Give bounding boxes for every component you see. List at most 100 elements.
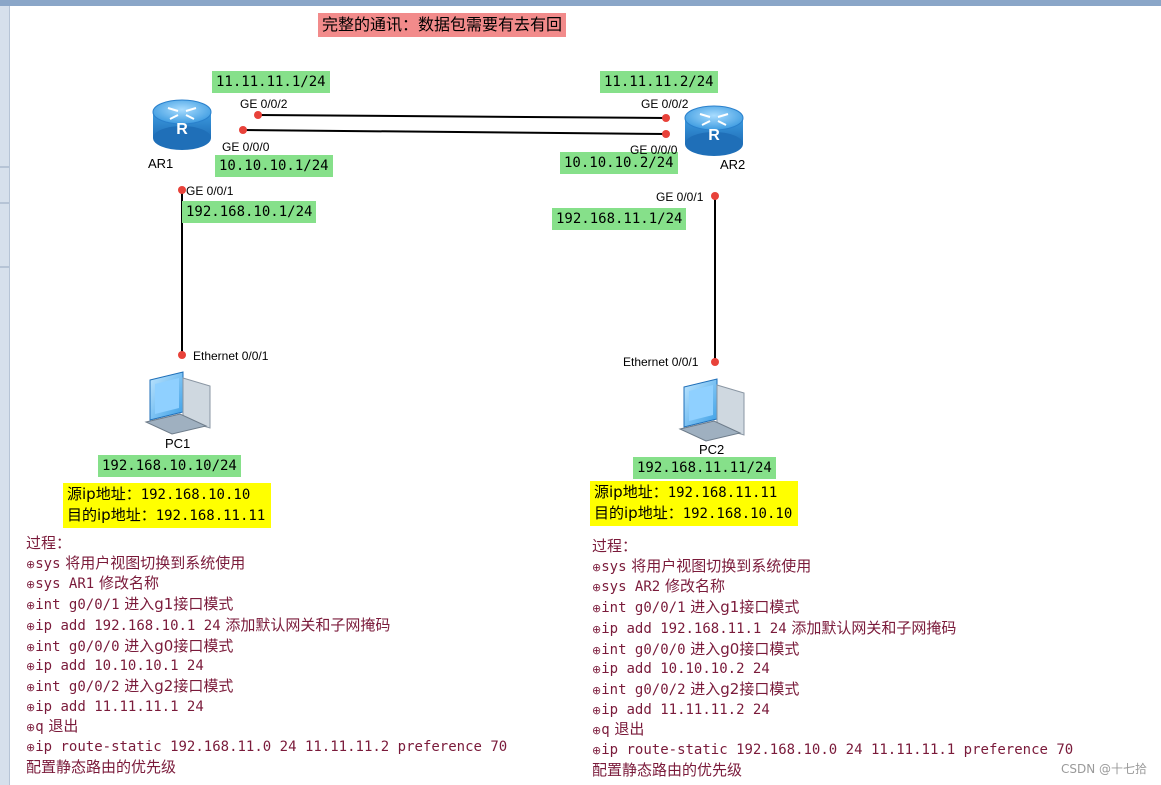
- device-label-ar1: AR1: [148, 156, 174, 171]
- command-note: 进入g1接口模式: [119, 595, 234, 614]
- config-command: ⊕int g0/0/1 进入g1接口模式: [26, 595, 507, 616]
- config-command: ⊕int g0/0/0 进入g0接口模式: [592, 640, 1073, 661]
- config-command: ⊕sys AR2 修改名称: [592, 577, 1073, 598]
- bullet-icon: ⊕: [592, 622, 602, 636]
- command-code: sys: [601, 558, 627, 575]
- command-note: 修改名称: [660, 577, 726, 596]
- command-code: int g0/0/2: [35, 678, 120, 695]
- command-note: 添加默认网关和子网掩码: [786, 618, 957, 637]
- bullet-icon: ⊕: [592, 703, 602, 717]
- config-command: ⊕int g0/0/1 进入g1接口模式: [592, 598, 1073, 619]
- command-code: ip add 192.168.10.1 24: [35, 617, 221, 634]
- command-note: 将用户视图切换到系统使用: [626, 556, 812, 575]
- bullet-icon: ⊕: [26, 640, 36, 654]
- command-code: ip add 10.10.10.1 24: [35, 658, 204, 675]
- command-note: 修改名称: [94, 574, 160, 593]
- bullet-icon: ⊕: [26, 700, 36, 714]
- bullet-icon: ⊕: [26, 619, 36, 633]
- pc1-address-box: 源ip地址：192.168.10.10 目的ip地址：192.168.11.11: [63, 483, 272, 528]
- config-command: ⊕ip route-static 192.168.10.0 24 11.11.1…: [592, 741, 1073, 761]
- config-tail-note: 配置静态路由的优先级: [26, 757, 177, 776]
- command-code: int g0/0/1: [35, 597, 120, 614]
- port-dot: [254, 111, 262, 119]
- bullet-icon: ⊕: [26, 599, 36, 613]
- config-command: ⊕ip add 192.168.10.1 24 添加默认网关和子网掩码: [26, 616, 507, 637]
- command-code: ip add 10.10.10.2 24: [601, 661, 770, 678]
- if-ar1-g002: GE 0/0/2: [240, 97, 288, 111]
- command-code: ip route-static 192.168.11.0 24 11.11.11…: [35, 739, 508, 756]
- command-note: 进入g2接口模式: [119, 676, 234, 695]
- command-code: sys AR2: [601, 579, 661, 596]
- port-dot: [662, 130, 670, 138]
- bullet-icon: ⊕: [592, 643, 602, 657]
- device-label-pc2: PC2: [699, 442, 725, 457]
- command-note: 进入g1接口模式: [685, 598, 800, 617]
- config-command: ⊕int g0/0/2 进入g2接口模式: [26, 677, 507, 698]
- bullet-icon: ⊕: [26, 660, 36, 674]
- bullet-icon: ⊕: [592, 683, 602, 697]
- config-command: ⊕ip add 10.10.10.1 24: [26, 657, 507, 677]
- bullet-icon: ⊕: [26, 680, 36, 694]
- bullet-icon: ⊕: [592, 724, 602, 738]
- command-code: ip add 11.11.11.1 24: [35, 698, 204, 715]
- ip-ar2-g001: 192.168.11.1/24: [552, 208, 687, 230]
- dst-ip: 192.168.11.11: [155, 508, 266, 524]
- config-command: ⊕int g0/0/0 进入g0接口模式: [26, 637, 507, 658]
- if-ar1-g000: GE 0/0/0: [222, 140, 270, 154]
- device-label-pc1: PC1: [165, 436, 191, 451]
- dst-label: 目的ip地址：: [67, 506, 156, 524]
- ip-ar1-g001: 192.168.10.1/24: [182, 201, 317, 223]
- command-note: 添加默认网关和子网掩码: [220, 615, 391, 634]
- config-tail-note: 配置静态路由的优先级: [592, 760, 743, 779]
- bullet-icon: ⊕: [26, 741, 36, 755]
- config-command: ⊕sys AR1 修改名称: [26, 574, 507, 595]
- command-code: q: [35, 719, 44, 736]
- link-g002: [257, 114, 667, 119]
- window-left-panel: [0, 6, 10, 785]
- ip-ar1-g000: 10.10.10.1/24: [215, 155, 333, 177]
- config-command: ⊕ip add 192.168.11.1 24 添加默认网关和子网掩码: [592, 619, 1073, 640]
- config-command: ⊕sys 将用户视图切换到系统使用: [592, 557, 1073, 578]
- port-dot: [662, 114, 670, 122]
- panel-divider: [0, 266, 9, 268]
- process-heading: 过程：: [26, 534, 72, 552]
- port-dot: [239, 126, 247, 134]
- port-dot: [711, 358, 719, 366]
- dst-label: 目的ip地址：: [594, 504, 683, 522]
- if-ar2-g002: GE 0/0/2: [641, 97, 689, 111]
- config-command: ⊕ip add 10.10.10.2 24: [592, 660, 1073, 680]
- command-code: int g0/0/0: [35, 638, 120, 655]
- command-code: int g0/0/1: [601, 600, 686, 617]
- command-note: 进入g0接口模式: [685, 639, 800, 658]
- process-heading: 过程：: [592, 537, 638, 555]
- svg-text:R: R: [708, 127, 720, 144]
- command-note: 将用户视图切换到系统使用: [60, 553, 246, 572]
- src-ip: 192.168.10.10: [140, 487, 251, 503]
- port-dot: [711, 192, 719, 200]
- pc1-icon: [144, 371, 211, 435]
- ip-pc1: 192.168.10.10/24: [98, 455, 241, 477]
- config-command: ⊕ip add 11.11.11.2 24: [592, 701, 1073, 721]
- if-ar2-g000: GE 0/0/0: [630, 143, 678, 157]
- command-code: ip add 11.11.11.2 24: [601, 701, 770, 718]
- src-label: 源ip地址：: [67, 485, 141, 503]
- command-code: sys AR1: [35, 576, 95, 593]
- window-top-border: [0, 0, 1161, 6]
- config-command: ⊕q 退出: [26, 717, 507, 738]
- link-g000: [242, 129, 667, 135]
- command-code: int g0/0/0: [601, 641, 686, 658]
- router-ar2-icon: R: [684, 105, 744, 156]
- bullet-icon: ⊕: [26, 721, 36, 735]
- command-note: 进入g2接口模式: [685, 679, 800, 698]
- panel-divider: [0, 166, 9, 168]
- command-code: ip route-static 192.168.10.0 24 11.11.11…: [601, 742, 1074, 759]
- port-dot: [178, 351, 186, 359]
- config-command: ⊕int g0/0/2 进入g2接口模式: [592, 680, 1073, 701]
- pc2-address-box: 源ip地址：192.168.11.11 目的ip地址：192.168.10.10: [590, 481, 799, 526]
- src-label: 源ip地址：: [594, 483, 668, 501]
- command-code: q: [601, 722, 610, 739]
- config-command: ⊕ip add 11.11.11.1 24: [26, 698, 507, 718]
- svg-text:R: R: [176, 121, 188, 138]
- if-pc1-eth: Ethernet 0/0/1: [193, 349, 269, 363]
- config-command: ⊕q 退出: [592, 720, 1073, 741]
